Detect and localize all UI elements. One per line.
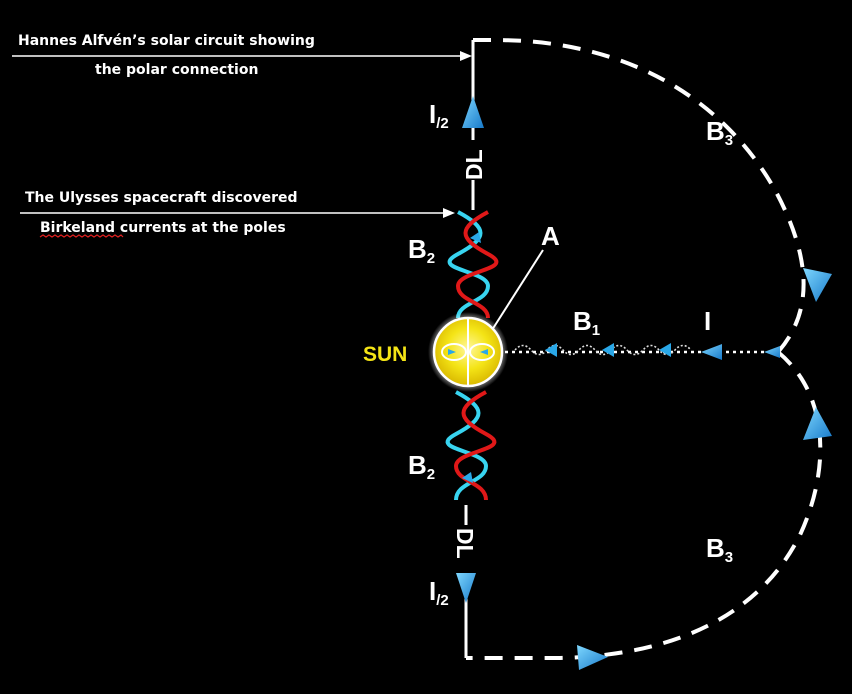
bottom-return-right-arrow-icon xyxy=(577,645,608,670)
spellcheck-underline xyxy=(39,234,124,238)
sun-label: SUN xyxy=(363,343,407,366)
b1-arrow-icon-2 xyxy=(602,343,614,357)
sun xyxy=(428,312,508,392)
lower-b3-label-base: B xyxy=(706,533,725,563)
equator-inward-arrow-icon-1 xyxy=(701,344,722,360)
north-double-layer-label: DL xyxy=(461,149,487,180)
lower-b3-dashed-loop xyxy=(466,350,823,660)
ulysses-note-line1: The Ulysses spacecraft discovered xyxy=(25,190,298,206)
south-i-half-sub: /2 xyxy=(436,592,449,609)
sun-right-arrow-icon xyxy=(480,349,488,355)
equator-inward-arrow-icon-2 xyxy=(764,346,780,358)
north-b2-label: B2 xyxy=(408,234,435,267)
south-b2-label-sub: 2 xyxy=(427,466,435,483)
north-i-half-label: I/2 xyxy=(429,99,449,132)
south-i-half-label: I/2 xyxy=(429,576,449,609)
south-double-layer-label: DL xyxy=(452,528,478,559)
lower-b3-label-sub: 3 xyxy=(725,549,733,566)
b1-label: B1 xyxy=(573,306,600,339)
sun-left-loop xyxy=(441,343,467,361)
upper-b3-label-base: B xyxy=(706,116,725,146)
south-b2-label: B2 xyxy=(408,450,435,483)
lower-loop-up-arrow-icon xyxy=(803,407,832,440)
b1-label-base: B xyxy=(573,306,592,336)
b1-label-sub: 1 xyxy=(592,322,600,339)
alfven-pointer-arrowhead xyxy=(460,51,472,61)
north-i-half-sub: /2 xyxy=(436,115,449,132)
north-helix xyxy=(447,210,499,319)
south-i-half-base: I xyxy=(429,576,436,606)
a-label: A xyxy=(541,221,560,251)
sun-right-loop xyxy=(469,343,495,361)
south-current-down-arrow-icon xyxy=(456,573,476,603)
north-helix-arrow-icon xyxy=(470,232,481,243)
alfven-note-line2: the polar connection xyxy=(95,62,258,78)
south-helix-arrow-icon xyxy=(462,472,473,483)
a-pointer-line xyxy=(491,249,544,331)
upper-b3-label-sub: 3 xyxy=(725,132,733,149)
upper-b3-dashed-loop xyxy=(473,38,806,354)
sun-left-arrow-icon xyxy=(448,349,456,355)
north-b2-label-sub: 2 xyxy=(427,250,435,267)
ulysses-note-birkeland: Birkeland xyxy=(40,220,115,236)
lower-b3-label: B3 xyxy=(706,533,733,566)
alfven-note-line1: Hannes Alfvén’s solar circuit showing xyxy=(18,33,315,49)
upper-b3-label: B3 xyxy=(706,116,733,149)
current-i-label: I xyxy=(704,306,711,336)
b1-arrow-icon-3 xyxy=(545,343,557,357)
ulysses-note-line2: Birkeland currents at the poles xyxy=(40,220,286,236)
north-b2-label-base: B xyxy=(408,234,427,264)
ulysses-pointer-arrowhead xyxy=(443,208,455,218)
north-current-up-arrow-icon xyxy=(462,96,484,128)
north-i-half-base: I xyxy=(429,99,436,129)
south-helix xyxy=(445,390,497,501)
upper-loop-down-arrow-icon xyxy=(803,268,832,302)
south-b2-label-base: B xyxy=(408,450,427,480)
ulysses-note-rest: currents at the poles xyxy=(115,220,286,236)
b1-arrow-icon-1 xyxy=(659,343,671,357)
